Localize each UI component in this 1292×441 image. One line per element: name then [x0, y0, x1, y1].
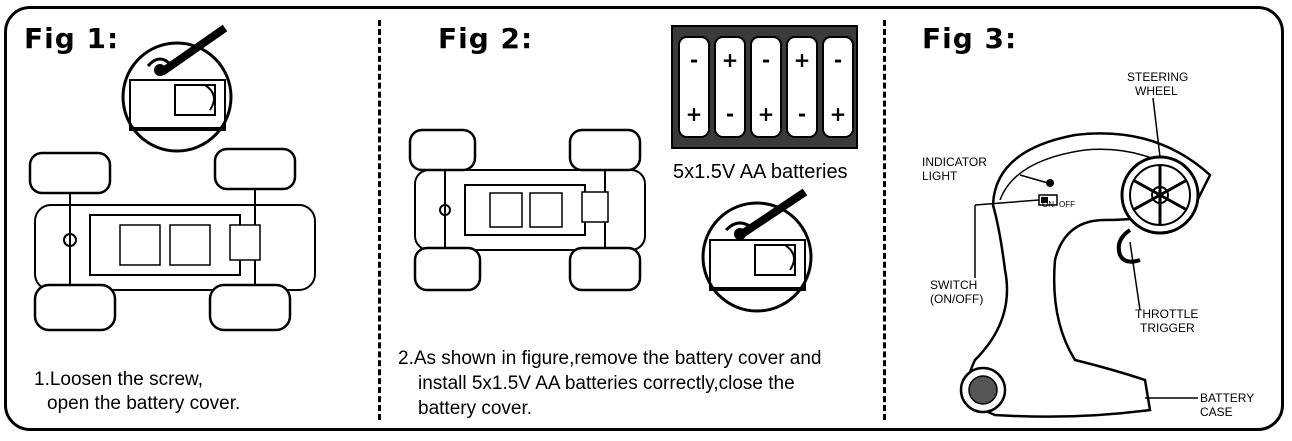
- indicator-light-label-line1: INDICATOR: [922, 155, 987, 169]
- fig2-caption-line2: install 5x1.5V AA batteries correctly,cl…: [418, 373, 795, 394]
- battery-polarity-sign: +: [794, 48, 811, 72]
- fig2-caption-line3: battery cover.: [418, 398, 533, 419]
- fig3-title: Fig 3:: [922, 22, 1018, 55]
- battery-polarity-sign: +: [722, 48, 739, 72]
- steering-wheel-label-line1: STEERING: [1127, 70, 1189, 84]
- switch-off-label: OFF: [1059, 200, 1075, 209]
- fig1-caption-line2: open the battery cover.: [47, 393, 241, 414]
- battery-polarity-sign: +: [830, 102, 847, 126]
- battery-polarity-sign: +: [686, 102, 703, 126]
- fig2-caption-line1: 2.As shown in figure,remove the battery …: [398, 348, 822, 369]
- fig2-title: Fig 2:: [438, 22, 534, 55]
- fig1-magnifier: [121, 24, 233, 153]
- battery-case-label-line1: BATTERY: [1200, 391, 1255, 405]
- fig1-title: Fig 1:: [24, 22, 120, 55]
- battery-cell: [822, 36, 854, 138]
- switch-label-line1: SWITCH: [930, 278, 978, 292]
- steering-wheel-label-line2: WHEEL: [1135, 84, 1178, 98]
- switch-label-line2: (ON/OFF): [930, 292, 984, 306]
- throttle-trigger-label-line1: THROTTLE: [1135, 307, 1199, 321]
- battery-label: 5x1.5V AA batteries: [673, 161, 848, 183]
- switch-on-label: ON: [1042, 200, 1054, 209]
- battery-polarity-sign: -: [726, 102, 734, 126]
- fig1-car-chassis: [28, 147, 316, 332]
- battery-cell: [678, 36, 710, 138]
- diagram-frame: [4, 6, 1284, 431]
- battery-polarity-sign: -: [834, 48, 842, 72]
- throttle-trigger-label-line2: TRIGGER: [1140, 321, 1195, 335]
- battery-polarity-sign: +: [758, 102, 775, 126]
- fig1-caption-line1: 1.Loosen the screw,: [34, 369, 203, 390]
- battery-cell: [786, 36, 818, 138]
- battery-polarity-sign: -: [762, 48, 770, 72]
- divider-right: [883, 20, 886, 420]
- fig2-car-chassis: [408, 128, 646, 292]
- battery-case-label-line2: CASE: [1200, 405, 1233, 419]
- battery-polarity-sign: -: [690, 48, 698, 72]
- battery-cell: [750, 36, 782, 138]
- transmitter: [959, 97, 1212, 418]
- battery-polarity-sign: -: [798, 102, 806, 126]
- battery-compartment: -++--++--+: [671, 25, 858, 149]
- fig2-magnifier: [701, 188, 813, 313]
- divider-left: [378, 20, 381, 420]
- indicator-light-label-line2: LIGHT: [922, 169, 958, 183]
- battery-cell: [714, 36, 746, 138]
